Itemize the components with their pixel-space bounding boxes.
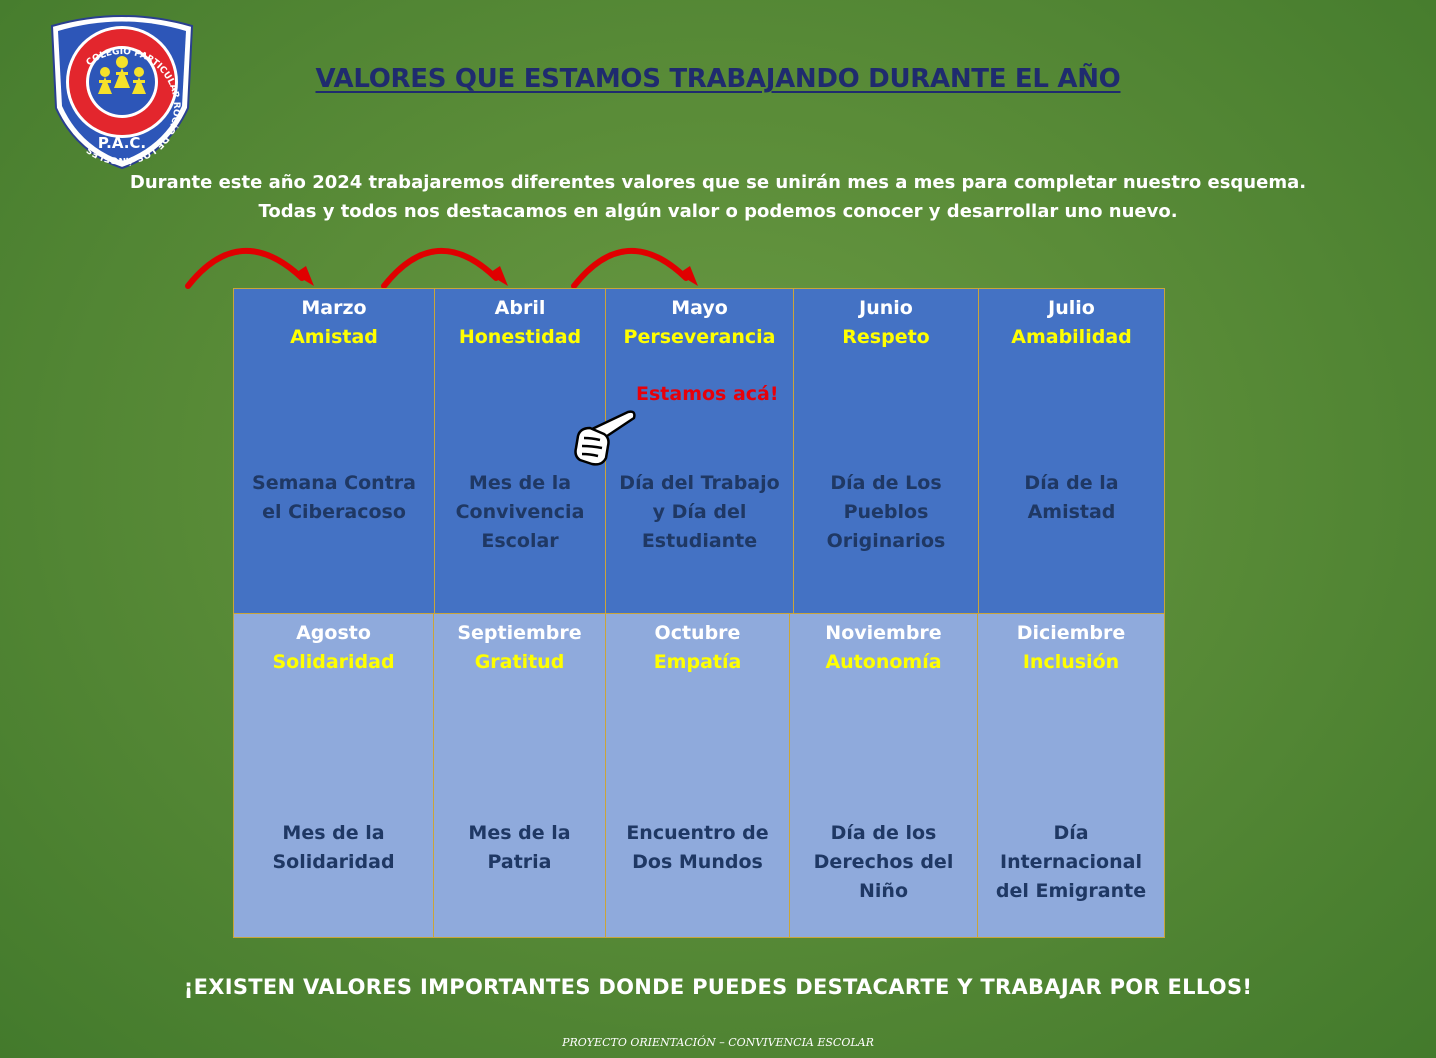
month-event: Mes de la Solidaridad [272,822,395,873]
month-event: Día de la Amistad [1024,472,1119,523]
month-event: Mes de la Patria [468,822,571,873]
month-value: Amistad [290,326,378,348]
month-value: Autonomía [825,651,942,673]
month-value: Gratitud [474,651,565,673]
month-cell-mayo: Mayo Perseverancia Día del Trabajo y Día… [605,288,794,614]
month-cell-julio: Julio Amabilidad Día de la Amistad [978,288,1165,614]
month-cell-marzo: Marzo Amistad Semana Contra el Ciberacos… [233,288,435,614]
month-name: Junio [859,297,913,319]
current-month-marker: Estamos acá! [636,383,779,405]
month-event: Día del Trabajo y Día del Estudiante [619,472,780,552]
month-name: Diciembre [1016,622,1126,644]
month-cell-octubre: Octubre Empatía Encuentro de Dos Mundos [605,613,790,938]
month-cell-agosto: Agosto Solidaridad Mes de la Solidaridad [233,613,434,938]
month-value: Respeto [842,326,930,348]
month-event: Encuentro de Dos Mundos [626,822,769,873]
month-event: Mes de la Convivencia Escolar [455,472,585,552]
month-cell-junio: Junio Respeto Día de Los Pueblos Origina… [793,288,979,614]
children-figures-icon [98,56,146,94]
school-logo: COLEGIO PARTICULAR ROCÍO DE LOS ÁNGELES … [50,15,194,170]
month-event: Día de los Derechos del Niño [813,822,954,902]
month-value: Inclusión [1022,651,1120,673]
arrow-april-may-icon [381,247,499,289]
month-name: Noviembre [825,622,942,644]
intro-line-1: Durante este año 2024 trabajaremos difer… [129,172,1307,193]
month-cell-diciembre: Diciembre Inclusión Día Internacional de… [977,613,1165,938]
values-calendar: Marzo Amistad Semana Contra el Ciberacos… [233,288,1165,938]
page-title: VALORES QUE ESTAMOS TRABAJANDO DURANTE E… [315,64,1121,94]
footer-credit: PROYECTO ORIENTACIÓN – CONVIVENCIA ESCOL… [562,1036,874,1049]
month-cell-septiembre: Septiembre Gratitud Mes de la Patria [433,613,606,938]
month-name: Mayo [671,297,728,319]
month-event: Día de Los Pueblos Originarios [826,472,946,552]
month-event: Semana Contra el Ciberacoso [252,472,416,523]
pointing-hand-icon [574,410,636,466]
month-name: Marzo [301,297,367,319]
month-name: Abril [494,297,546,319]
month-value: Perseverancia [623,326,776,348]
month-name: Septiembre [457,622,582,644]
month-cell-noviembre: Noviembre Autonomía Día de los Derechos … [789,613,978,938]
month-value: Honestidad [458,326,582,348]
month-event: Día Internacional del Emigrante [995,822,1147,902]
month-name: Agosto [296,622,371,644]
intro-line-2: Todas y todos nos destacamos en algún va… [258,201,1178,222]
progress-arrows [185,247,698,289]
month-value: Empatía [653,651,742,673]
footer-slogan: ¡EXISTEN VALORES IMPORTANTES DONDE PUEDE… [183,975,1253,999]
arrow-may-june-icon [571,247,689,289]
month-name: Octubre [654,622,741,644]
month-value: Amabilidad [1011,326,1132,348]
arrow-march-april-icon [185,247,305,289]
logo-initials: P.A.C. [98,134,146,152]
month-name: Julio [1048,297,1095,319]
month-value: Solidaridad [272,651,395,673]
